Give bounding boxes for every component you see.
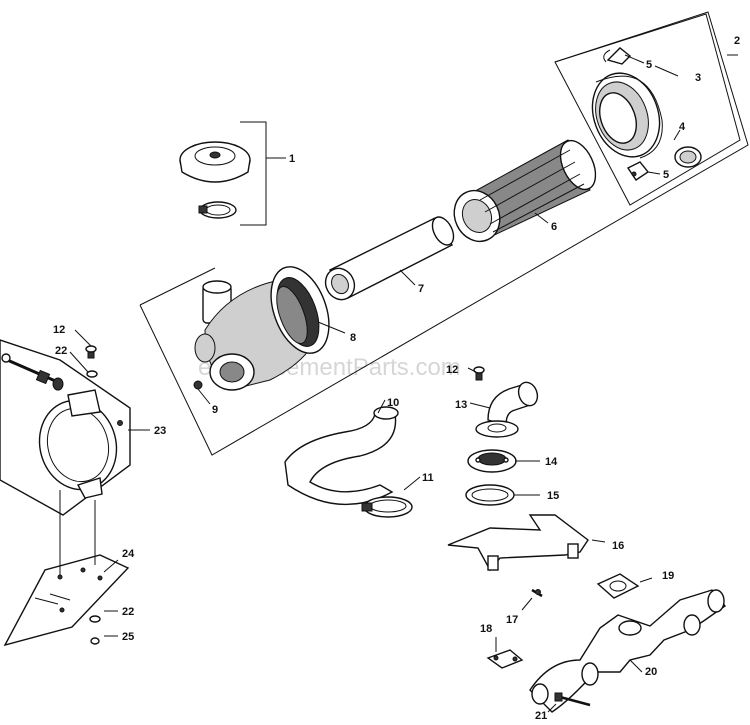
part-valve: [193, 380, 203, 390]
callout-23: 23: [154, 425, 166, 437]
part-intake-hose: [284, 406, 399, 506]
part-support-plate: [3, 554, 130, 647]
part-mounting-bracket: [0, 339, 131, 516]
part-elbow: [475, 381, 539, 438]
callout-17: 17: [506, 614, 518, 626]
callout-8: 8: [350, 332, 356, 344]
callout-5-bottom: 5: [663, 169, 669, 181]
callout-19: 19: [662, 570, 674, 582]
part-intake-manifold: [529, 589, 727, 713]
part-clip-top: [603, 47, 632, 65]
part-clip-bottom: [626, 161, 650, 181]
part-hose-clamp: [361, 496, 413, 518]
callout-22-bottom: 22: [122, 606, 134, 618]
part-screw-17: [531, 588, 543, 598]
kit-outline-2: [554, 13, 741, 206]
callout-20: 20: [645, 666, 657, 678]
part-gasket-15: [465, 484, 515, 506]
part-precleaner-cap: [179, 141, 251, 183]
callout-24: 24: [122, 548, 135, 560]
part-gasket-18: [486, 649, 524, 669]
callout-13: 13: [455, 399, 467, 411]
callout-16: 16: [612, 540, 624, 552]
part-cap-clamp: [198, 201, 237, 219]
callout-21: 21: [535, 710, 547, 722]
callout-4: 4: [679, 121, 686, 133]
callout-10: 10: [387, 397, 399, 409]
callout-1: 1: [289, 153, 295, 165]
part-screw-12a: [85, 345, 97, 359]
part-inner-element: [324, 216, 455, 301]
callout-6: 6: [551, 221, 557, 233]
part-air-element: [453, 139, 597, 243]
callout-12-right: 12: [446, 364, 458, 376]
callout-15: 15: [547, 490, 559, 502]
bracket-1: [240, 121, 267, 226]
part-screw-12b: [473, 366, 485, 381]
callout-9: 9: [212, 404, 218, 416]
part-adapter: [467, 449, 517, 473]
part-air-housing: [194, 266, 330, 391]
part-washer-22b: [89, 615, 101, 623]
leader-lines: [69, 54, 681, 713]
part-washer-22a: [86, 370, 98, 378]
callout-18: 18: [480, 623, 492, 635]
callout-22-top: 22: [55, 345, 67, 357]
callout-14: 14: [545, 456, 558, 468]
callout-3: 3: [695, 72, 701, 84]
part-elbow-bracket: [447, 514, 589, 572]
callout-5-top: 5: [646, 59, 652, 71]
callout-numbers: 1 2 3 4 5 5 6 7 8 9 10 11 12 12 13 14 15…: [53, 35, 740, 722]
part-end-cap: [591, 72, 663, 159]
part-bolt-21: [554, 692, 591, 707]
part-gasket-19: [596, 573, 640, 599]
part-seal-ring: [674, 146, 702, 168]
callout-2: 2: [734, 35, 740, 47]
callout-11: 11: [422, 472, 434, 484]
callout-7: 7: [418, 283, 424, 295]
part-bolt-long: [1, 353, 64, 391]
callout-12-left: 12: [53, 324, 65, 336]
kit-outline: [139, 11, 749, 456]
callout-25: 25: [122, 631, 134, 643]
part-nut-25: [90, 637, 100, 645]
